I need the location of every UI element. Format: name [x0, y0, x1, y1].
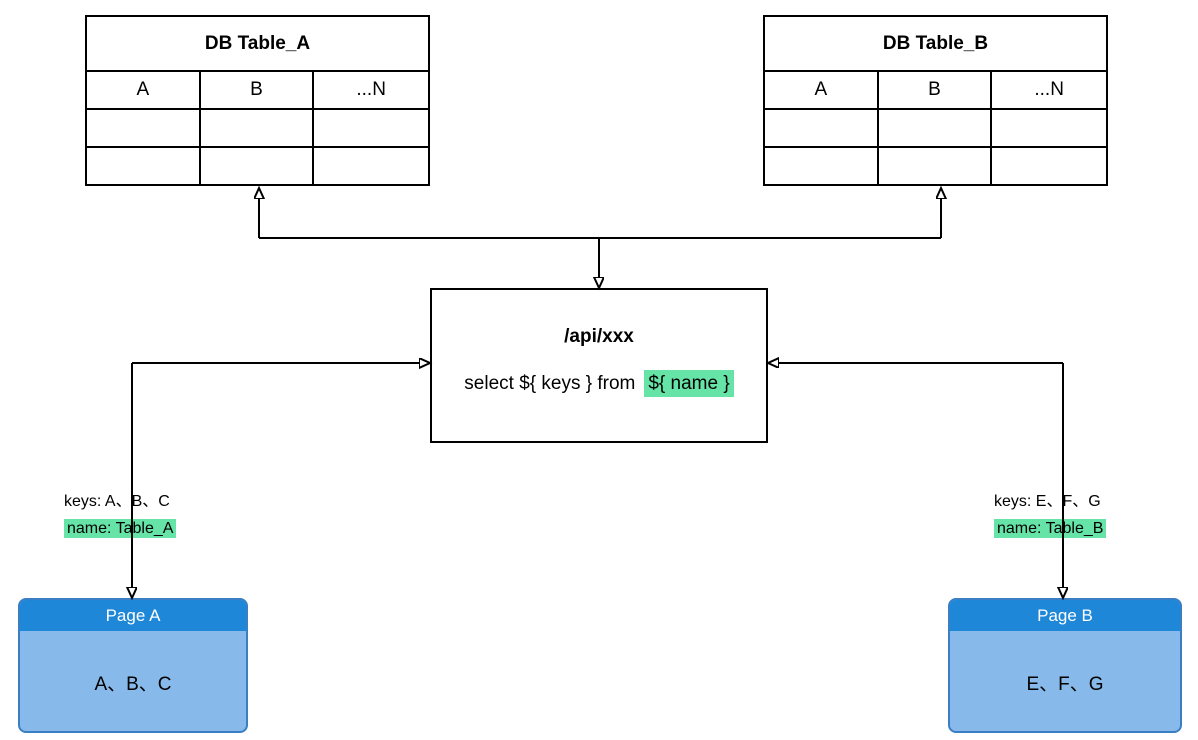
db-table-a-header-row: A B ...N — [87, 72, 428, 110]
api-endpoint-title: /api/xxx — [564, 326, 634, 347]
table-row — [87, 148, 428, 184]
edge-label-page-b: keys: E、F、G name: Table_B — [994, 488, 1107, 542]
db-table-a: DB Table_A A B ...N — [85, 15, 430, 186]
edge-label-name: name: Table_B — [994, 519, 1107, 538]
column-header: ...N — [1034, 79, 1064, 100]
column-header: B — [879, 72, 993, 108]
column-header: B — [201, 72, 315, 108]
edge-label-keys: keys: E、F、G — [994, 493, 1101, 510]
column-header: ...N — [356, 79, 386, 100]
api-query: select ${ keys } from ${ name } — [464, 370, 734, 397]
db-table-b-title: DB Table_B — [765, 17, 1106, 72]
table-cell-empty — [879, 110, 993, 146]
column-header: A — [765, 72, 879, 108]
api-box: /api/xxx select ${ keys } from ${ name } — [430, 288, 768, 443]
table-cell-empty — [87, 148, 201, 184]
table-row — [87, 110, 428, 148]
edge-label-keys: keys: A、B、C — [64, 493, 170, 510]
page-a-title: Page A — [20, 600, 246, 631]
api-query-highlight: ${ name } — [644, 370, 734, 397]
db-table-b-header-row: A B ...N — [765, 72, 1106, 110]
page-b-content: E、F、G — [1026, 673, 1104, 695]
page-b-title: Page B — [950, 600, 1180, 631]
edge-label-name: name: Table_A — [64, 519, 177, 538]
table-row — [765, 110, 1106, 148]
column-header: A — [87, 72, 201, 108]
db-table-b: DB Table_B A B ...N — [763, 15, 1108, 186]
table-cell-empty — [879, 148, 993, 184]
page-b-box: Page B E、F、G — [948, 598, 1182, 733]
table-cell-empty — [201, 148, 315, 184]
edge-label-page-a: keys: A、B、C name: Table_A — [64, 488, 177, 542]
table-cell-empty — [992, 110, 1106, 146]
table-cell-empty — [314, 110, 428, 146]
table-cell-empty — [87, 110, 201, 146]
page-a-content: A、B、C — [94, 673, 172, 695]
table-cell-empty — [201, 110, 315, 146]
page-a-box: Page A A、B、C — [18, 598, 248, 733]
table-cell-empty — [765, 110, 879, 146]
table-row — [765, 148, 1106, 184]
table-cell-empty — [992, 148, 1106, 184]
table-cell-empty — [314, 148, 428, 184]
db-table-a-title: DB Table_A — [87, 17, 428, 72]
table-cell-empty — [765, 148, 879, 184]
api-query-text: select ${ keys } from — [464, 373, 636, 394]
